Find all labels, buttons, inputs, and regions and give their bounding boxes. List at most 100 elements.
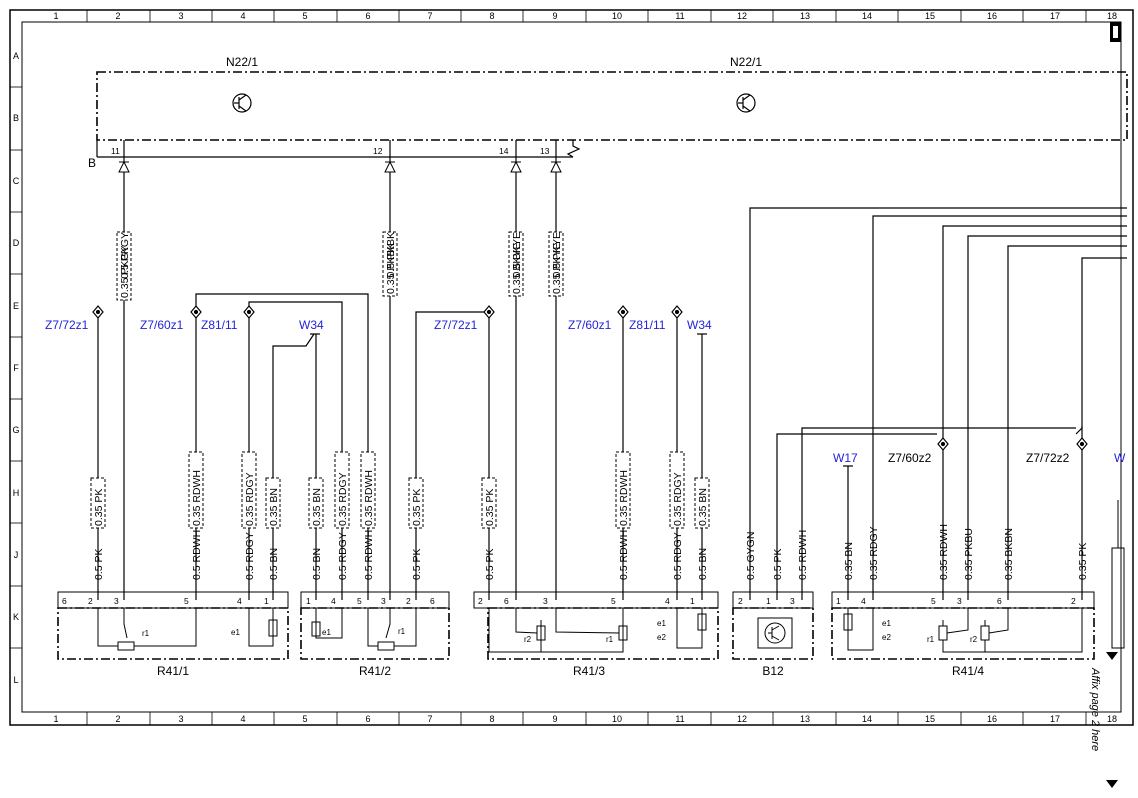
pin-label: 3	[114, 596, 119, 606]
component-label: B12	[762, 664, 784, 678]
pin-label: 5	[357, 596, 362, 606]
pin-label: 11	[111, 146, 120, 156]
ref-z772z1: Z7/72z1	[434, 318, 478, 332]
pin-label: 4	[665, 596, 670, 606]
svg-text:17: 17	[1050, 11, 1060, 21]
part-label: e1	[231, 628, 240, 637]
ref-w34: W34	[687, 318, 712, 332]
svg-text:15: 15	[925, 714, 935, 724]
component-label: R41/2	[359, 664, 391, 678]
svg-text:11: 11	[675, 714, 684, 724]
wire-label-boxes	[90, 231, 710, 529]
ref-z760z2: Z7/60z2	[888, 451, 932, 465]
wire-label: 0.35 BN	[311, 488, 323, 526]
svg-text:12: 12	[737, 714, 747, 724]
wire-label: 0.35 PK	[411, 489, 423, 526]
bus-label: B	[88, 156, 96, 170]
wire-label: 0.35 PKBK	[385, 243, 397, 294]
svg-text:7: 7	[427, 714, 432, 724]
wire-label: 0.5 PK	[411, 548, 423, 580]
wire-label: 0.5 BN	[697, 548, 709, 580]
ref-w34: W34	[299, 318, 324, 332]
component-r41-1: 6 2 3 5 4 1 r1 e1 R41/1	[57, 591, 289, 678]
svg-text:3: 3	[178, 11, 183, 21]
ref-z760z1: Z7/60z1	[140, 318, 184, 332]
svg-text:16: 16	[987, 11, 997, 21]
svg-text:11: 11	[675, 11, 684, 21]
part-label: r2	[524, 635, 532, 644]
wire-label: 0.35 RDGY	[672, 472, 684, 526]
module-label-left: N22/1	[226, 55, 258, 69]
wire-label: 0.35 RDWH	[618, 470, 630, 526]
wire-label: 0.5 BN	[311, 548, 323, 580]
svg-text:G: G	[12, 425, 19, 435]
transistor-icon	[232, 93, 252, 113]
svg-text:9: 9	[552, 11, 557, 21]
wire-label: 0.5 PKGY	[119, 232, 131, 279]
pin-label: 6	[997, 596, 1002, 606]
part-label: e1	[322, 628, 331, 637]
column-ruler-bottom: 1 2 3 4 5 6 7 8 9 10 11 12 13 14 15 16 1…	[53, 714, 1117, 724]
ref-z8111: Z81/11	[201, 318, 238, 332]
component-label: R41/3	[573, 664, 605, 678]
wire-label: 0.5 PK	[93, 548, 105, 580]
component-r41-4: 1 4 5 3 6 2 e1 e2 r1 r2 R41/4	[831, 591, 1095, 678]
ref-w-cut: W	[1114, 451, 1126, 465]
wire-label: 0.35 RDGY	[244, 472, 256, 526]
connector-arrows	[118, 160, 562, 173]
ref-z8111: Z81/11	[629, 318, 666, 332]
wire-label: 0.35 BKYE	[511, 243, 523, 294]
svg-text:5: 5	[302, 11, 307, 21]
wire-label: 0.5 BKYE	[511, 232, 523, 278]
pin-label: 4	[861, 596, 866, 606]
part-label: e2	[882, 633, 891, 642]
module-label-right: N22/1	[730, 55, 762, 69]
svg-text:H: H	[13, 488, 20, 498]
svg-text:3: 3	[178, 714, 183, 724]
pin-label: 1	[766, 596, 771, 606]
svg-text:10: 10	[612, 714, 622, 724]
reference-labels: Z7/72z1 Z7/60z1 Z81/11 W34 Z7/72z1 Z7/60…	[45, 318, 1126, 465]
transistor-icon	[736, 93, 756, 113]
svg-text:B: B	[13, 113, 19, 123]
module-n22-1: N22/1 N22/1	[96, 55, 1128, 141]
part-label: e2	[657, 633, 666, 642]
ref-w17: W17	[833, 451, 858, 465]
wire-label: 0.5 PK	[484, 548, 496, 580]
component-b12: 2 1 3 B12	[732, 591, 814, 678]
pin-label: 1	[264, 596, 269, 606]
pin-label: 3	[790, 596, 795, 606]
svg-text:D: D	[13, 238, 20, 248]
pin-label: 3	[381, 596, 386, 606]
drawing-frame	[9, 9, 1134, 726]
wire-label: 0.5 RDGY	[672, 532, 684, 580]
pin-label: 2	[738, 596, 743, 606]
pin-label: 1	[836, 596, 841, 606]
wire-label: 0.35 PKYE	[551, 243, 563, 294]
pin-label: 4	[331, 596, 336, 606]
wire-label: 0.35 BN	[268, 488, 280, 526]
pin-label: 6	[504, 596, 509, 606]
wire-label: 0.35 RDGY	[337, 472, 349, 526]
svg-text:E: E	[13, 301, 19, 311]
wire-label: 0.5 PKBK	[385, 232, 397, 278]
pin-label: 5	[611, 596, 616, 606]
svg-text:10: 10	[612, 11, 622, 21]
pointer-triangle-icon	[1106, 652, 1118, 788]
svg-text:8: 8	[489, 11, 494, 21]
page-corner-marker	[1110, 22, 1121, 42]
wire-label: 0.5 RDWH	[191, 530, 203, 580]
pin-label: 13	[540, 146, 550, 156]
wire-label: 0.5 RDWH	[618, 530, 630, 580]
wire-label: 0.5 PKYE	[551, 232, 563, 278]
wire-label: 0.35 RDWH	[938, 524, 950, 580]
pin-label: 2	[1071, 596, 1076, 606]
ref-z772z1: Z7/72z1	[45, 318, 89, 332]
wire-label: 0.35 PK	[484, 489, 496, 526]
svg-text:2: 2	[115, 11, 120, 21]
connector-bus-b: B 11 12 14 13	[88, 140, 581, 170]
component-r41-2: 1 4 5 3 2 6 e1 r1 R41/2	[300, 591, 450, 678]
part-label: r1	[606, 635, 614, 644]
svg-text:4: 4	[240, 11, 245, 21]
svg-text:A: A	[13, 51, 19, 61]
